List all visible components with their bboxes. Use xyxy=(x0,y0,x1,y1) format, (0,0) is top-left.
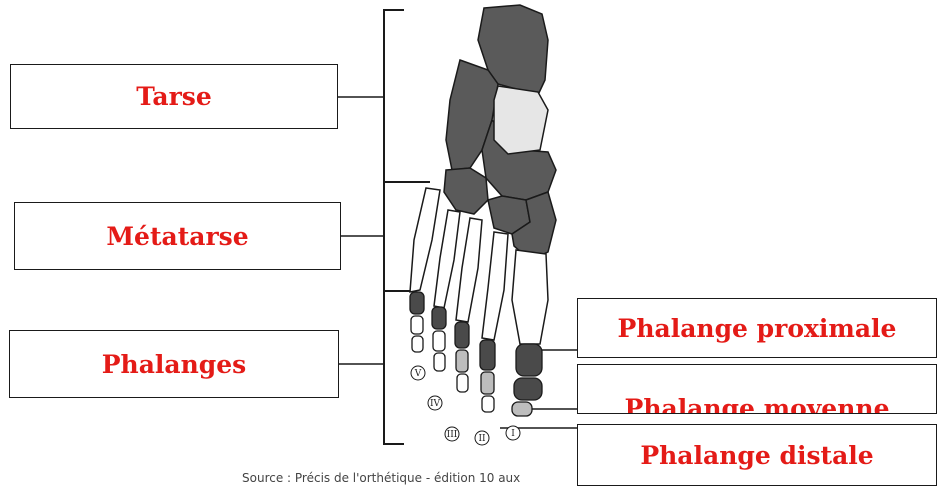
source-caption: Source : Précis de l'orthétique - éditio… xyxy=(242,471,520,485)
toe-numeral-IV: IV xyxy=(430,399,441,409)
label-box-phalange-moyenne: Phalange moyenne xyxy=(577,364,937,414)
label-phalange-proximale: Phalange proximale xyxy=(618,314,897,343)
talus-highlight xyxy=(494,86,548,154)
toe-numeral-I: I xyxy=(511,429,515,439)
metatarsal-IV xyxy=(434,210,460,308)
label-box-phalange-distale: Phalange distale xyxy=(577,424,937,486)
toe-numeral-V: V xyxy=(414,369,422,379)
label-phalange-moyenne: Phalange moyenne xyxy=(625,394,890,414)
toe-numeral-II: II xyxy=(478,434,486,444)
label-metatarse: Métatarse xyxy=(106,222,248,251)
metatarsal-I xyxy=(512,250,548,344)
label-box-phalanges: Phalanges xyxy=(9,330,339,398)
metatarsal-II xyxy=(482,232,508,340)
label-box-phalange-proximale: Phalange proximale xyxy=(577,298,937,358)
toe-numeral-III: III xyxy=(447,430,458,440)
metatarsal-III xyxy=(456,218,482,322)
label-box-metatarse: Métatarse xyxy=(14,202,341,270)
metatarsal-V xyxy=(410,188,440,292)
label-box-tarse: Tarse xyxy=(10,64,338,129)
label-phalanges: Phalanges xyxy=(102,350,247,379)
label-phalange-distale: Phalange distale xyxy=(640,441,873,470)
label-tarse: Tarse xyxy=(136,82,212,111)
